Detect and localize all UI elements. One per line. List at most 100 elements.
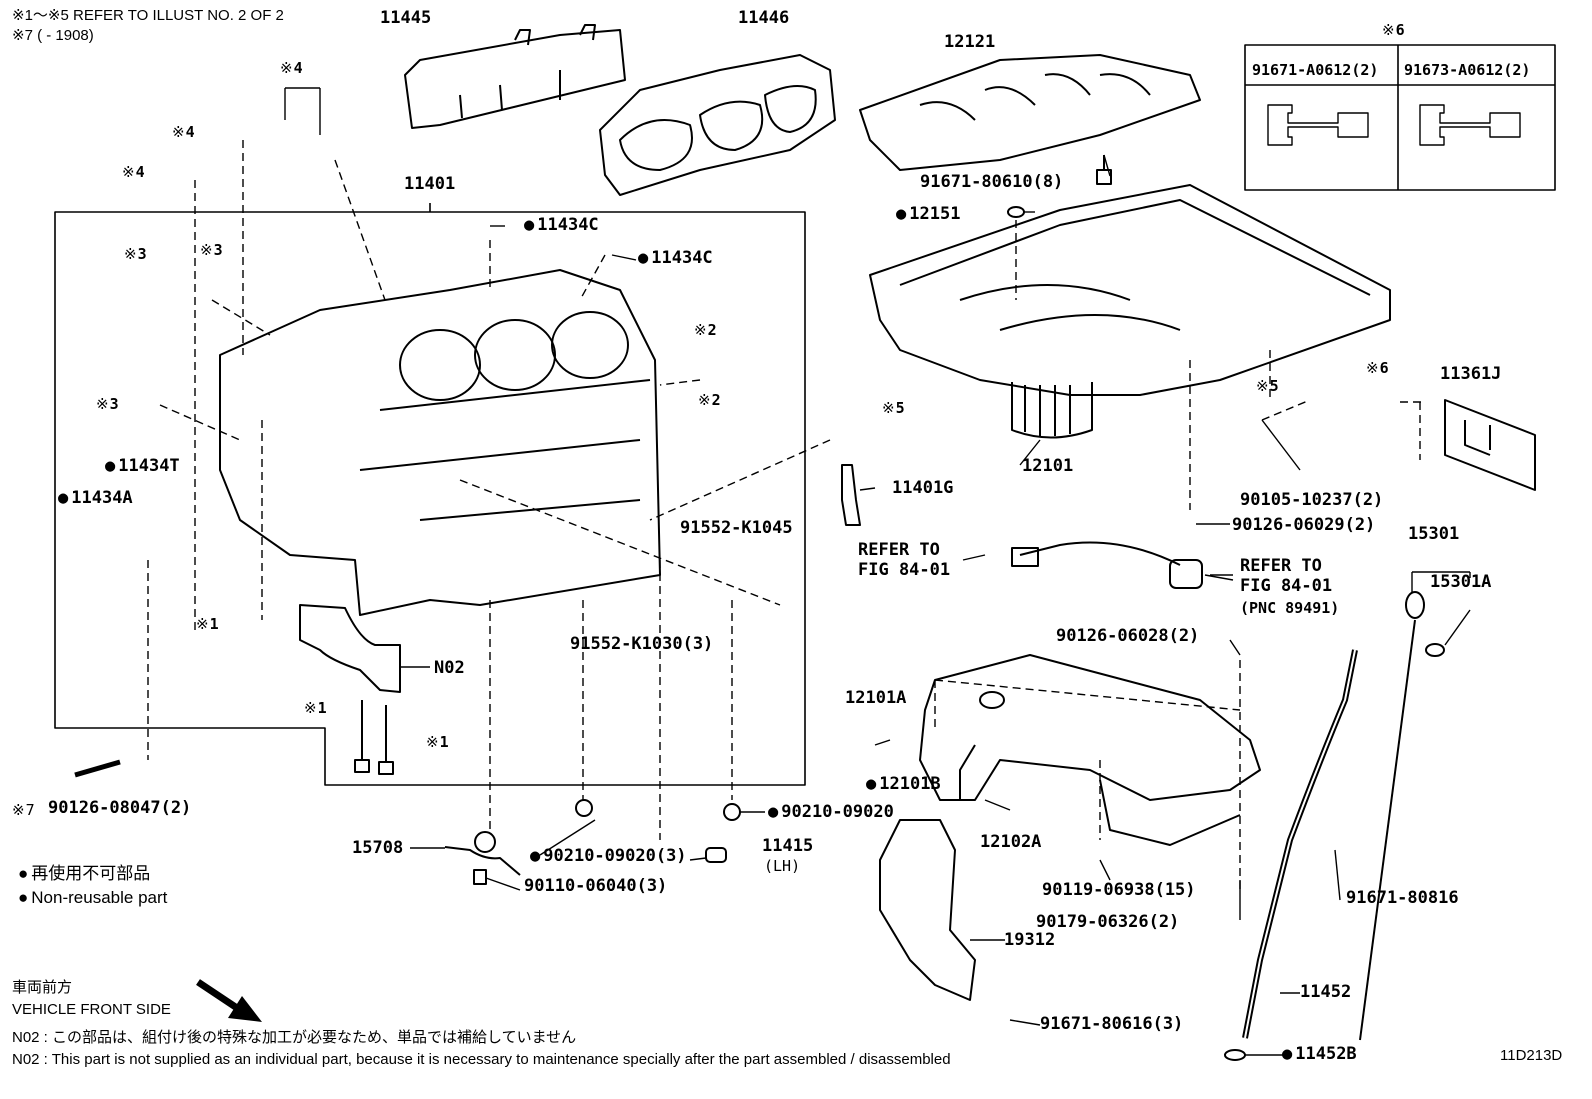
part-11452 [1242,649,1358,1039]
inset-table [1244,44,1556,191]
label-11434A: 11434A [58,488,132,508]
ref-5-b: 5 [1256,376,1279,396]
oring-15301A [1425,643,1445,657]
refer-left-line2: FIG 84-01 [858,560,951,580]
label-15301A: 15301A [1430,572,1492,592]
ref-2-a: 2 [694,320,717,340]
label-90210-09020-b: 90210-09020 [768,802,894,822]
label-91671-80816: 91671-80816 [1346,888,1459,908]
label-90126-06029: 90126-06029(2) [1232,515,1376,535]
bolt-90110 [473,869,487,885]
ref-6-b: 6 [1382,20,1405,40]
front-en: VEHICLE FRONT SIDE [12,1001,171,1018]
ref-3-a: 3 [124,244,147,264]
label-91671-80610: 91671-80610(8) [920,172,1064,192]
stud-90126-08047 [74,759,121,778]
tube-inner [1244,649,1356,1039]
oring-12151 [1007,206,1025,218]
inset-col2: 91673-A0612(2) [1404,61,1531,79]
label-N02: N02 [434,658,465,678]
ref-1-c: 1 [426,732,449,752]
header-note-1: ※1～※5 REFER TO ILLUST NO. 2 OF 2 [12,7,284,24]
part-upper-oil-pan [869,184,1391,396]
part-11361J [1444,399,1536,491]
label-12121: 12121 [944,32,996,52]
ref-2-b: 2 [698,390,721,410]
label-11446: 11446 [738,8,790,28]
ref-7: 7 [12,800,35,820]
label-12151: 12151 [896,204,960,224]
footnote-en: N02 : This part is not supplied as an in… [12,1051,951,1068]
ref-3-b: 3 [200,240,223,260]
label-11445: 11445 [380,8,432,28]
sensor-cable [1019,541,1181,566]
label-90126-06028: 90126-06028(2) [1056,626,1200,646]
label-11401: 11401 [404,174,456,194]
ref-4-a: 4 [172,122,195,142]
refer-right-line3: (PNC 89491) [1240,599,1340,617]
footnote-jp: N02 : この部品は、組付け後の特殊な加工が必要なため、単品では補給していませ… [12,1029,577,1046]
label-91671-80616: 91671-80616(3) [1040,1014,1184,1034]
bolts-1 [354,700,394,775]
part-N02 [299,604,401,693]
ref-5-a: 5 [882,398,905,418]
label-19312: 19312 [1004,930,1056,950]
refer-right-line1: REFER TO [1240,556,1322,576]
part-15301 [1359,591,1425,1041]
ref-3-c: 3 [96,394,119,414]
plug-11415 [705,847,727,863]
part-15708 [444,846,521,876]
label-11452B: 11452B [1282,1044,1356,1064]
label-90179-06326: 90179-06326(2) [1036,912,1180,932]
gasket-90210-b [723,803,741,821]
header-note-2: ※7 ( - 1908) [12,27,94,44]
inset-col1: 91671-A0612(2) [1252,61,1379,79]
block-frame [54,203,806,786]
refer-right-line2: FIG 84-01 [1240,576,1333,596]
label-12101: 12101 [1022,456,1074,476]
legend-en: Non-reusable part [18,888,167,908]
label-90110-06040: 90110-06040(3) [524,876,668,896]
part-11446 [599,54,836,196]
part-19312 [879,819,976,1001]
ref-1-a: 1 [196,614,219,634]
part-11445 [404,24,626,129]
part-12121 [859,54,1201,171]
label-91552-K1045: 91552-K1045 [680,518,793,538]
solid-leaders [284,87,1471,1056]
label-90119-06938: 90119-06938(15) [1042,880,1196,900]
dashed-leaders [147,140,1425,890]
ref-1-b: 1 [304,698,327,718]
part-cylinder-block [219,269,661,616]
ref-4-top: 4 [280,58,303,78]
label-11434C-b: 11434C [638,248,712,268]
front-arrow [196,979,262,1022]
part-11401G [841,464,861,526]
refer-left-line1: REFER TO [858,540,940,560]
diagram-code: 11D213D [1500,1047,1563,1064]
ref-6-a: 6 [1366,358,1389,378]
label-12101A: 12101A [845,688,907,708]
label-11452: 11452 [1300,982,1352,1002]
label-90105-10237: 90105-10237(2) [1240,490,1384,510]
label-12102A: 12102A [980,832,1042,852]
label-91552-K1030: 91552-K1030(3) [570,634,714,654]
label-90126-08047: 90126-08047(2) [48,798,192,818]
sensor-body [1169,559,1203,589]
label-11434C-a: 11434C [524,215,598,235]
label-90210-09020-a: 90210-09020(3) [530,846,686,866]
gasket-90210-a [575,799,593,817]
oring-11452B [1224,1049,1246,1061]
label-11415: 11415 [762,836,814,856]
part-12101 [1011,382,1093,439]
label-15301: 15301 [1408,524,1460,544]
label-12101B: 12101B [866,774,940,794]
label-11401G: 11401G [892,478,954,498]
label-11434T: 11434T [105,456,179,476]
sensor-connector [1011,547,1039,567]
legend-jp: 再使用不可部品 [18,864,150,884]
label-11415-lh: (LH) [764,857,801,875]
jet-body [474,831,496,853]
ref-4-b: 4 [122,162,145,182]
